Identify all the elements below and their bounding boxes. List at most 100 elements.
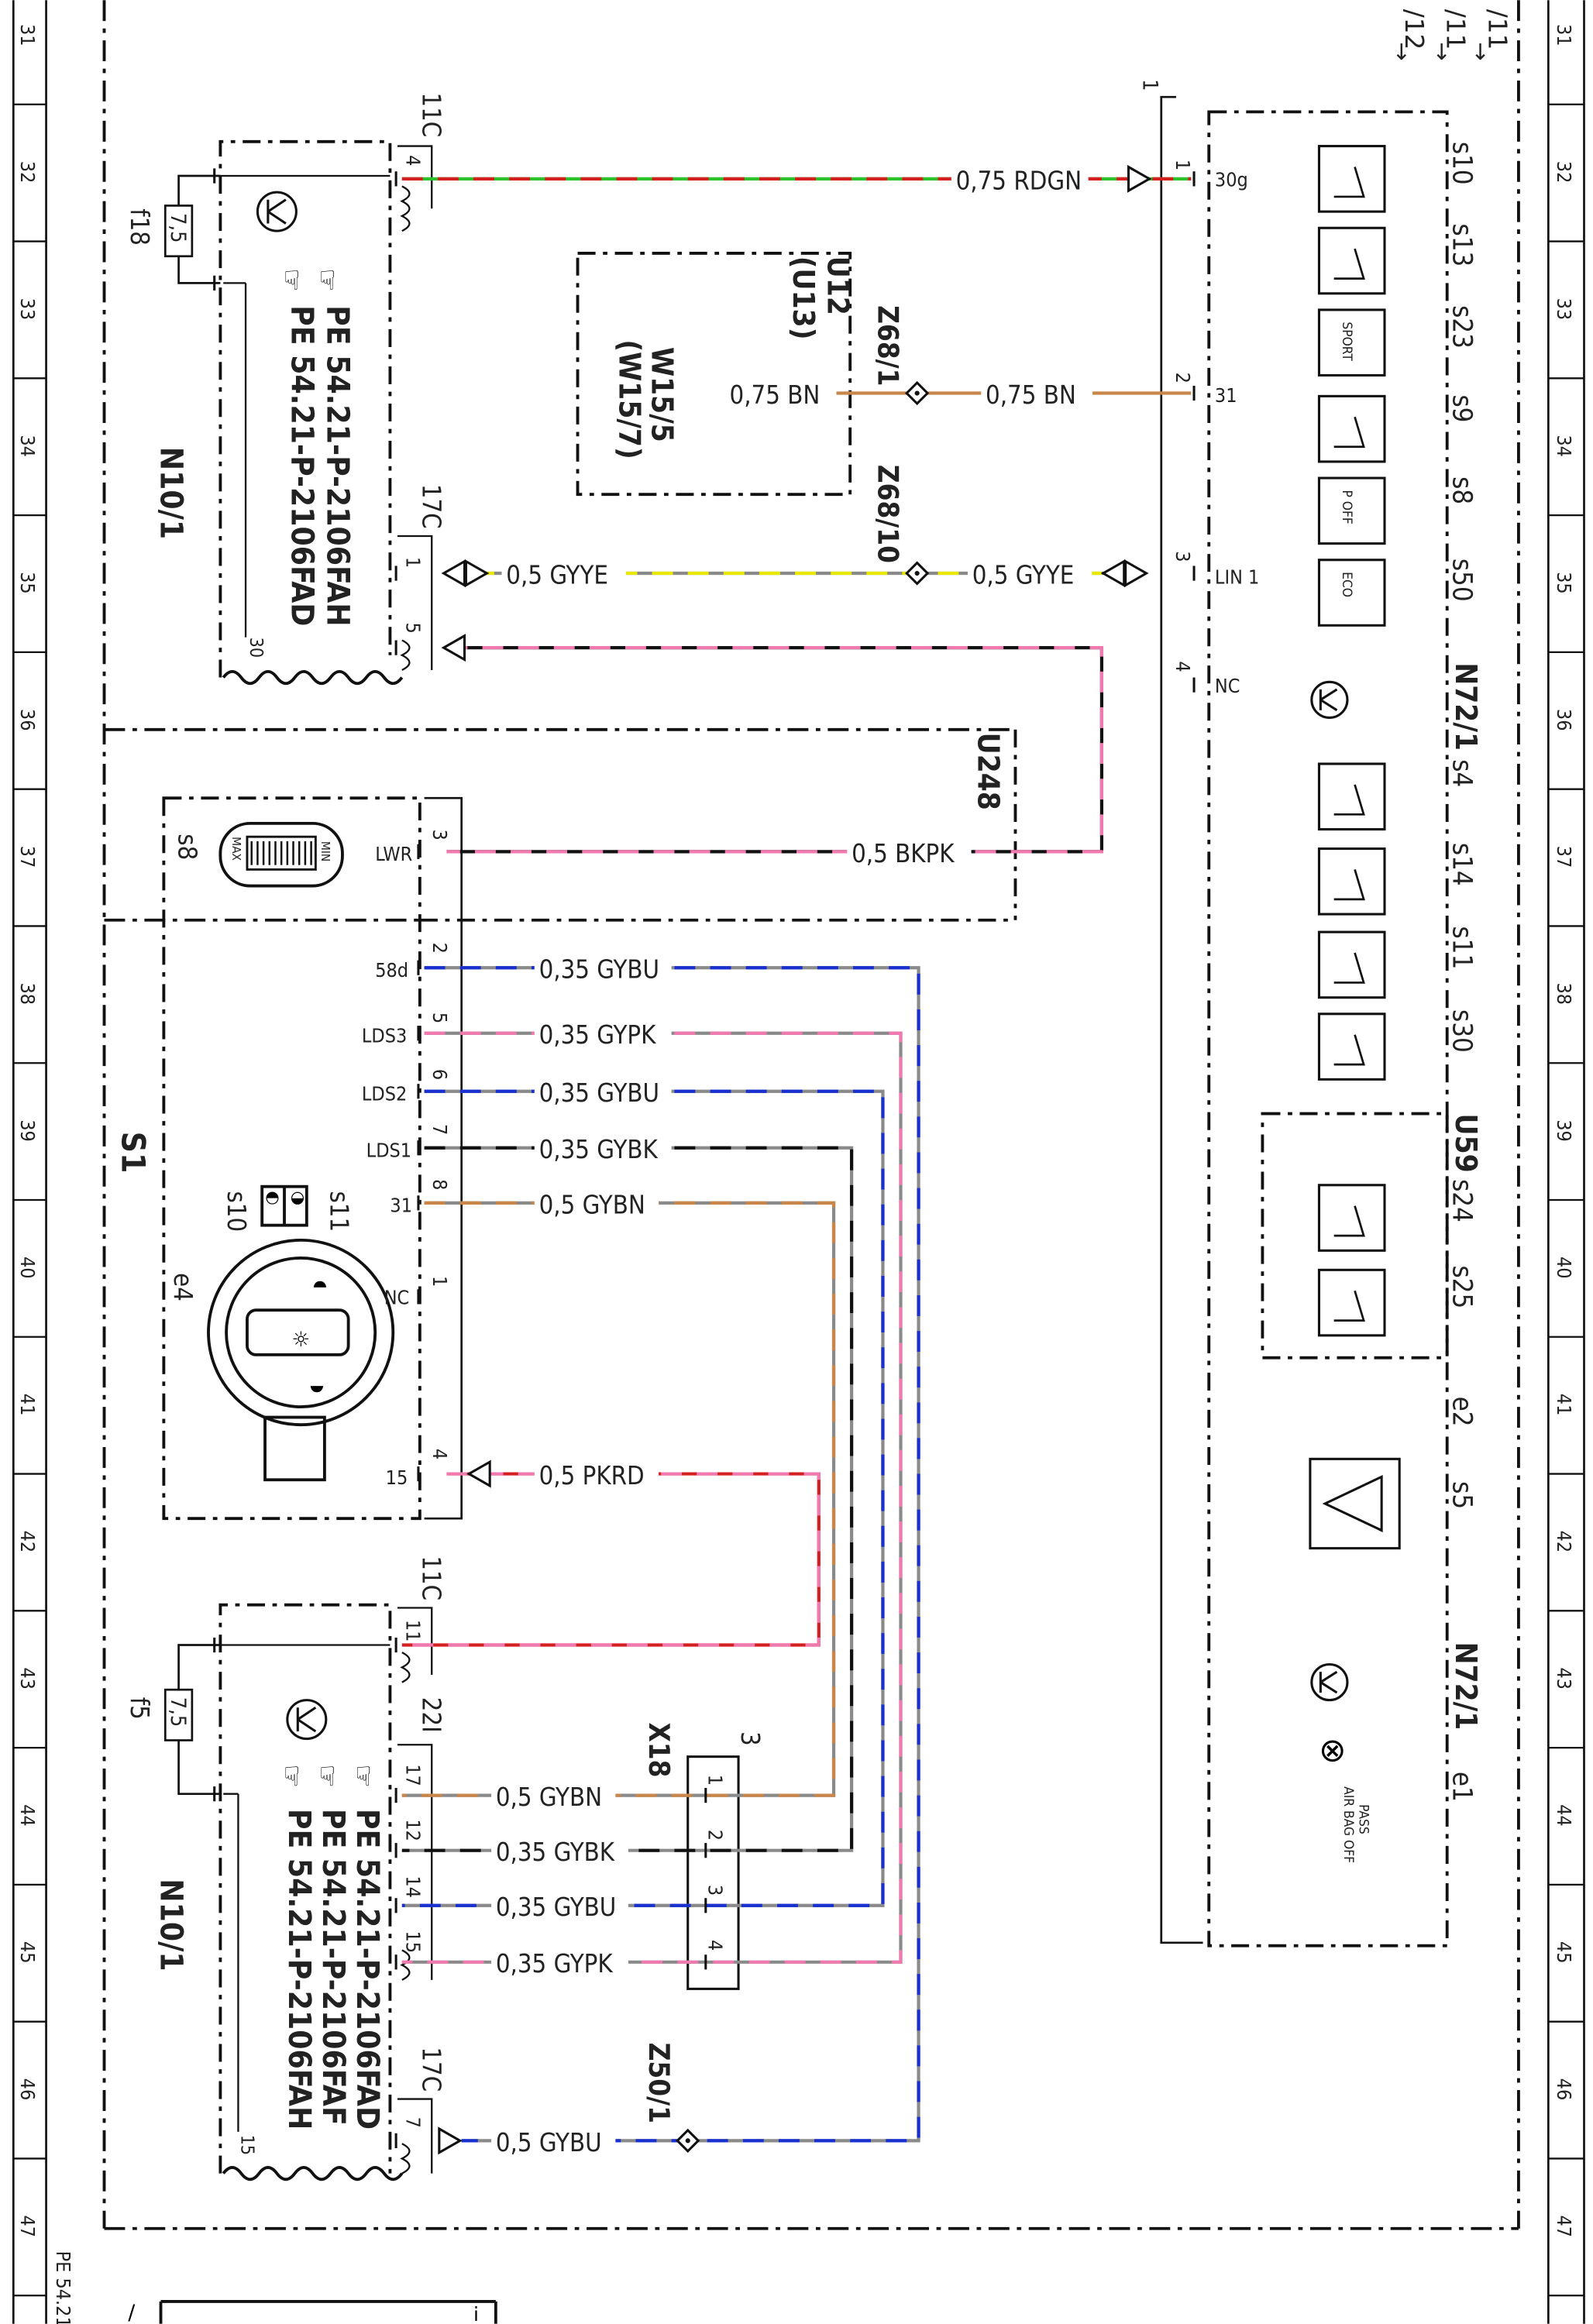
- wire-label-gybu-lds2: 0,35 GYBU: [539, 1078, 659, 1108]
- n72-pin-1: 1: [1172, 160, 1194, 170]
- s1-pin-lds1: LDS1: [366, 1139, 411, 1161]
- grid-number: 32: [16, 161, 39, 184]
- n10-top-pin-1: 1: [402, 557, 425, 568]
- wire-label-gybn-31-bg: [534, 1191, 659, 1219]
- s1-pinno-6: 6: [428, 1069, 451, 1080]
- n10-top-conn-17c: 17C: [417, 484, 446, 529]
- grid-number: 34: [16, 435, 39, 457]
- grid-number: 45: [16, 1941, 39, 1964]
- n72-pin-31: 31: [1215, 384, 1237, 407]
- grid-number: 31: [16, 24, 39, 46]
- s1-pinno-2: 2: [428, 943, 451, 954]
- n10-bot-ref-1: PE 54.21-P-2106FAD: [349, 1809, 386, 2130]
- n10-bot-pin-15: 15: [402, 1930, 425, 1953]
- switch-label-s24: s24: [1446, 1179, 1477, 1222]
- left-grid-ticks: [13, 103, 46, 2297]
- splice-z50-1-dot: [685, 2138, 690, 2144]
- x18-pin-2: 2: [704, 1830, 727, 1841]
- grid-number: 47: [16, 2215, 39, 2237]
- fuse-f5-label: f5: [125, 1697, 154, 1720]
- low-beam-icon: ◗: [309, 1384, 329, 1393]
- wire-label-rdgn-bg: [951, 167, 1089, 195]
- wire-label-pkrd: 0,5 PKRD: [539, 1461, 645, 1490]
- top-arrow-glyph-2: ↓: [1432, 39, 1450, 65]
- n10-top-pin-30: 30: [246, 638, 266, 658]
- u12-module: U12 (U13) W15/5 (W15/7): [576, 252, 855, 497]
- wire-label-gybu-bottom: 0,5 GYBU: [496, 2128, 602, 2157]
- switch-label-s10: s10: [1446, 142, 1477, 185]
- grid-number: 43: [1553, 1667, 1575, 1690]
- grid-number: 34: [1553, 435, 1575, 457]
- switch-label-e2: e2: [1446, 1397, 1477, 1427]
- dimmer-max-label: MAX: [229, 837, 243, 861]
- switch-button-s4: [1317, 762, 1386, 831]
- hand-pointer-icon: ☞: [347, 1764, 378, 1788]
- splice-z68-10-dot: [914, 570, 920, 576]
- switch-label-e1: e1: [1446, 1772, 1477, 1802]
- connector-arrow: [1127, 164, 1152, 193]
- seat-icon: [1333, 1034, 1365, 1066]
- wire-label-gybk-x18-bg: [491, 1838, 628, 1867]
- grid-number: 42: [1553, 1531, 1575, 1553]
- wire-label-gybu-x18: 0,35 GYBU: [496, 1893, 616, 1922]
- legend-box-slash: /: [128, 2301, 136, 2324]
- switch-button-s10: [1317, 145, 1386, 213]
- n10-bot-pin-14: 14: [402, 1875, 425, 1898]
- wire-label-gyye-1: 0,5 GYYE: [506, 560, 608, 590]
- n10-bot-conn-17c: 17C: [417, 2047, 446, 2092]
- wire-label-gybk-lds1-bg: [534, 1136, 672, 1164]
- seat-icon: [1333, 784, 1365, 816]
- seat-icon: [1333, 167, 1365, 198]
- top-arrow-label-1: /11: [1482, 9, 1512, 50]
- grid-number: 31: [1553, 24, 1575, 46]
- switch-button-s24: [1317, 1184, 1386, 1252]
- x18-pin-4: 4: [704, 1940, 727, 1951]
- n10-top-ref-2: PE 54.21-P-2106FAH: [320, 305, 356, 627]
- wire-gybk-stripe: [401, 1146, 854, 1852]
- switch-label-s50: s50: [1446, 559, 1477, 602]
- grid-number: 38: [1553, 982, 1575, 1005]
- x18-pin-3: 3: [704, 1885, 727, 1896]
- switch-button-s50: [1317, 559, 1386, 627]
- wire-label-gybn-31: 0,5 GYBN: [539, 1190, 645, 1219]
- seat-icon: [1333, 248, 1365, 280]
- connector-arrow: [1100, 559, 1126, 588]
- fuse-f18-value: 7,5: [166, 213, 190, 242]
- wire-label-gybk-x18: 0,35 GYBK: [496, 1838, 615, 1867]
- wire-label-gypk-x18: 0,35 GYPK: [496, 1949, 614, 1978]
- switch-label-s13: s13: [1446, 223, 1477, 266]
- grid-number: 47: [1553, 2215, 1575, 2237]
- n72-pin-2: 2: [1172, 373, 1194, 383]
- s1-pin-lwr: LWR: [375, 843, 412, 865]
- wire-label-gybu-lds2-bg: [534, 1079, 672, 1108]
- wire-label-bkpk: 0,5 BKPK: [852, 839, 955, 868]
- top-arrow-glyph-1: ↓: [1471, 39, 1489, 65]
- sun-icon: ☼: [288, 1329, 312, 1348]
- wire-label-gypk-lds3: 0,35 GYPK: [539, 1020, 657, 1050]
- switch-button-s14: [1317, 847, 1386, 916]
- grid-number: 35: [16, 572, 39, 594]
- x18-name: X18: [642, 1722, 676, 1777]
- wire-label-bn-2-bg: [981, 381, 1092, 410]
- s1-pin-58d: 58d: [375, 959, 408, 982]
- switch-label-s14: s14: [1446, 843, 1477, 886]
- connector-arrow: [466, 1459, 491, 1488]
- wire-label-gypk-x18-bg: [491, 1950, 628, 1978]
- parking-light-icon: ◖: [311, 1281, 331, 1289]
- n10-bot-pin-7: 7: [402, 2117, 425, 2128]
- transistor-icon: [256, 191, 298, 232]
- n10-top-pin-5: 5: [402, 622, 425, 633]
- switch-button-s13: [1317, 226, 1386, 295]
- wire-label-gybu-x18-bg: [491, 1893, 628, 1922]
- wire-label-gybk-lds1: 0,35 GYBK: [539, 1135, 659, 1164]
- wire-gybk: [401, 1146, 854, 1852]
- wire-label-bn-1: 0,75 BN: [730, 380, 821, 410]
- n10-top-module: 11C 4 17C 1 5 7,5 f18 30 ☞ ☞ PE 54.21-P-…: [125, 92, 446, 686]
- switch-button-s23: [1317, 308, 1386, 377]
- grid-number: 36: [1553, 709, 1575, 731]
- switch-button-s11: [1317, 930, 1386, 999]
- transistor-icon: [286, 1699, 328, 1741]
